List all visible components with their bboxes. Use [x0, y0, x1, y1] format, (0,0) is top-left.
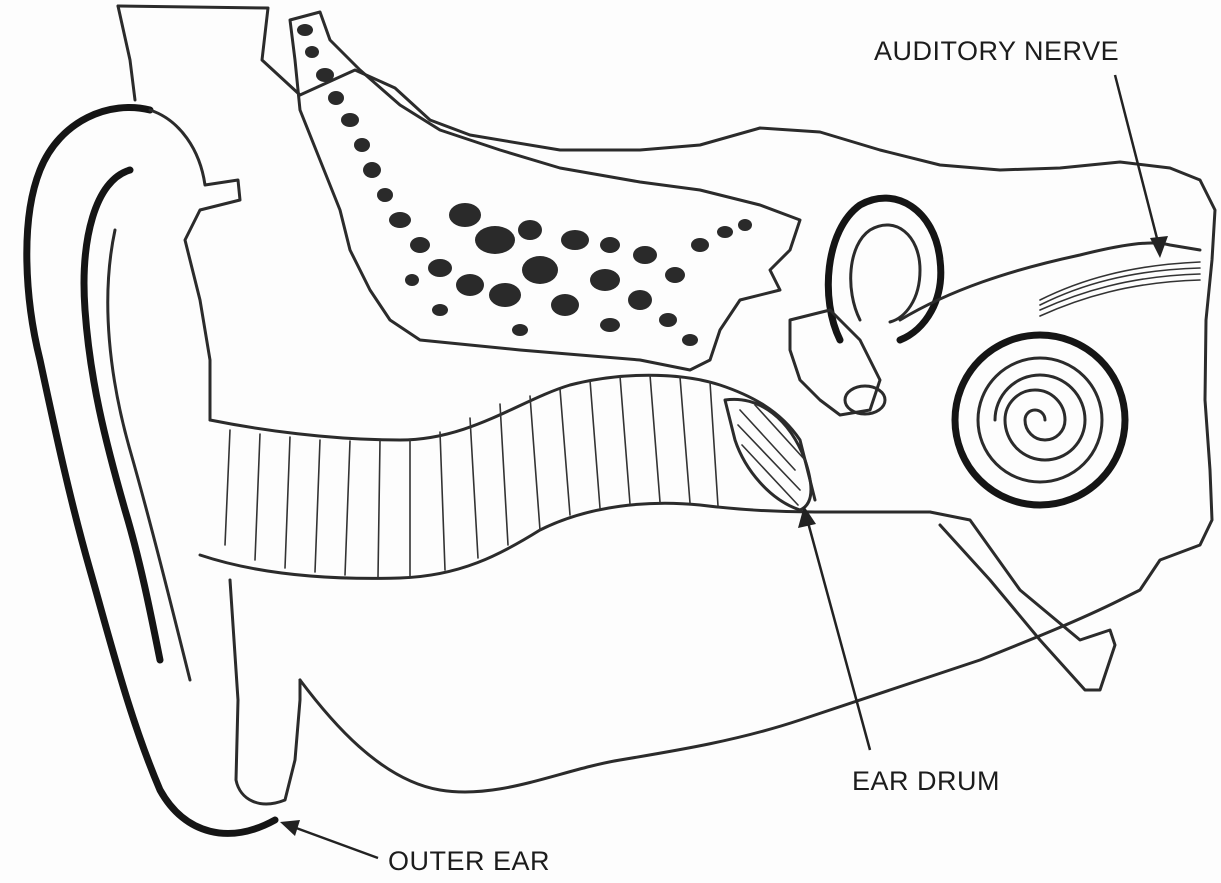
cochlea [955, 335, 1125, 505]
auditory-nerve-label: AUDITORY NERVE [874, 36, 1119, 67]
ear-canal-upper [210, 375, 815, 500]
earlobe [230, 580, 300, 804]
pinna-inner-fold [150, 110, 240, 420]
ear-canal-hatching [225, 375, 718, 577]
outer-ear-label: OUTER EAR [388, 846, 550, 877]
auditory-nerve-fibers [1040, 262, 1200, 316]
ear-drum-label: EAR DRUM [852, 766, 1000, 797]
ear-drum-membrane [725, 399, 811, 510]
auditory-nerve-arrowhead [1150, 236, 1168, 258]
temporal-bone-outline [290, 12, 800, 370]
outer-ear-leader [288, 825, 378, 858]
eustachian-tube [930, 512, 1115, 690]
ear-drum-hatching [738, 405, 805, 505]
outer-ear-arrowhead [280, 820, 300, 836]
upper-neck-line [118, 6, 135, 100]
skull-outline [118, 6, 1215, 600]
semicircular-canal-inner [851, 225, 920, 322]
vestibular-outline [900, 243, 1200, 320]
mastoid-air-cells [297, 24, 752, 346]
lower-outline [300, 600, 1120, 792]
semicircular-canal [828, 198, 940, 340]
